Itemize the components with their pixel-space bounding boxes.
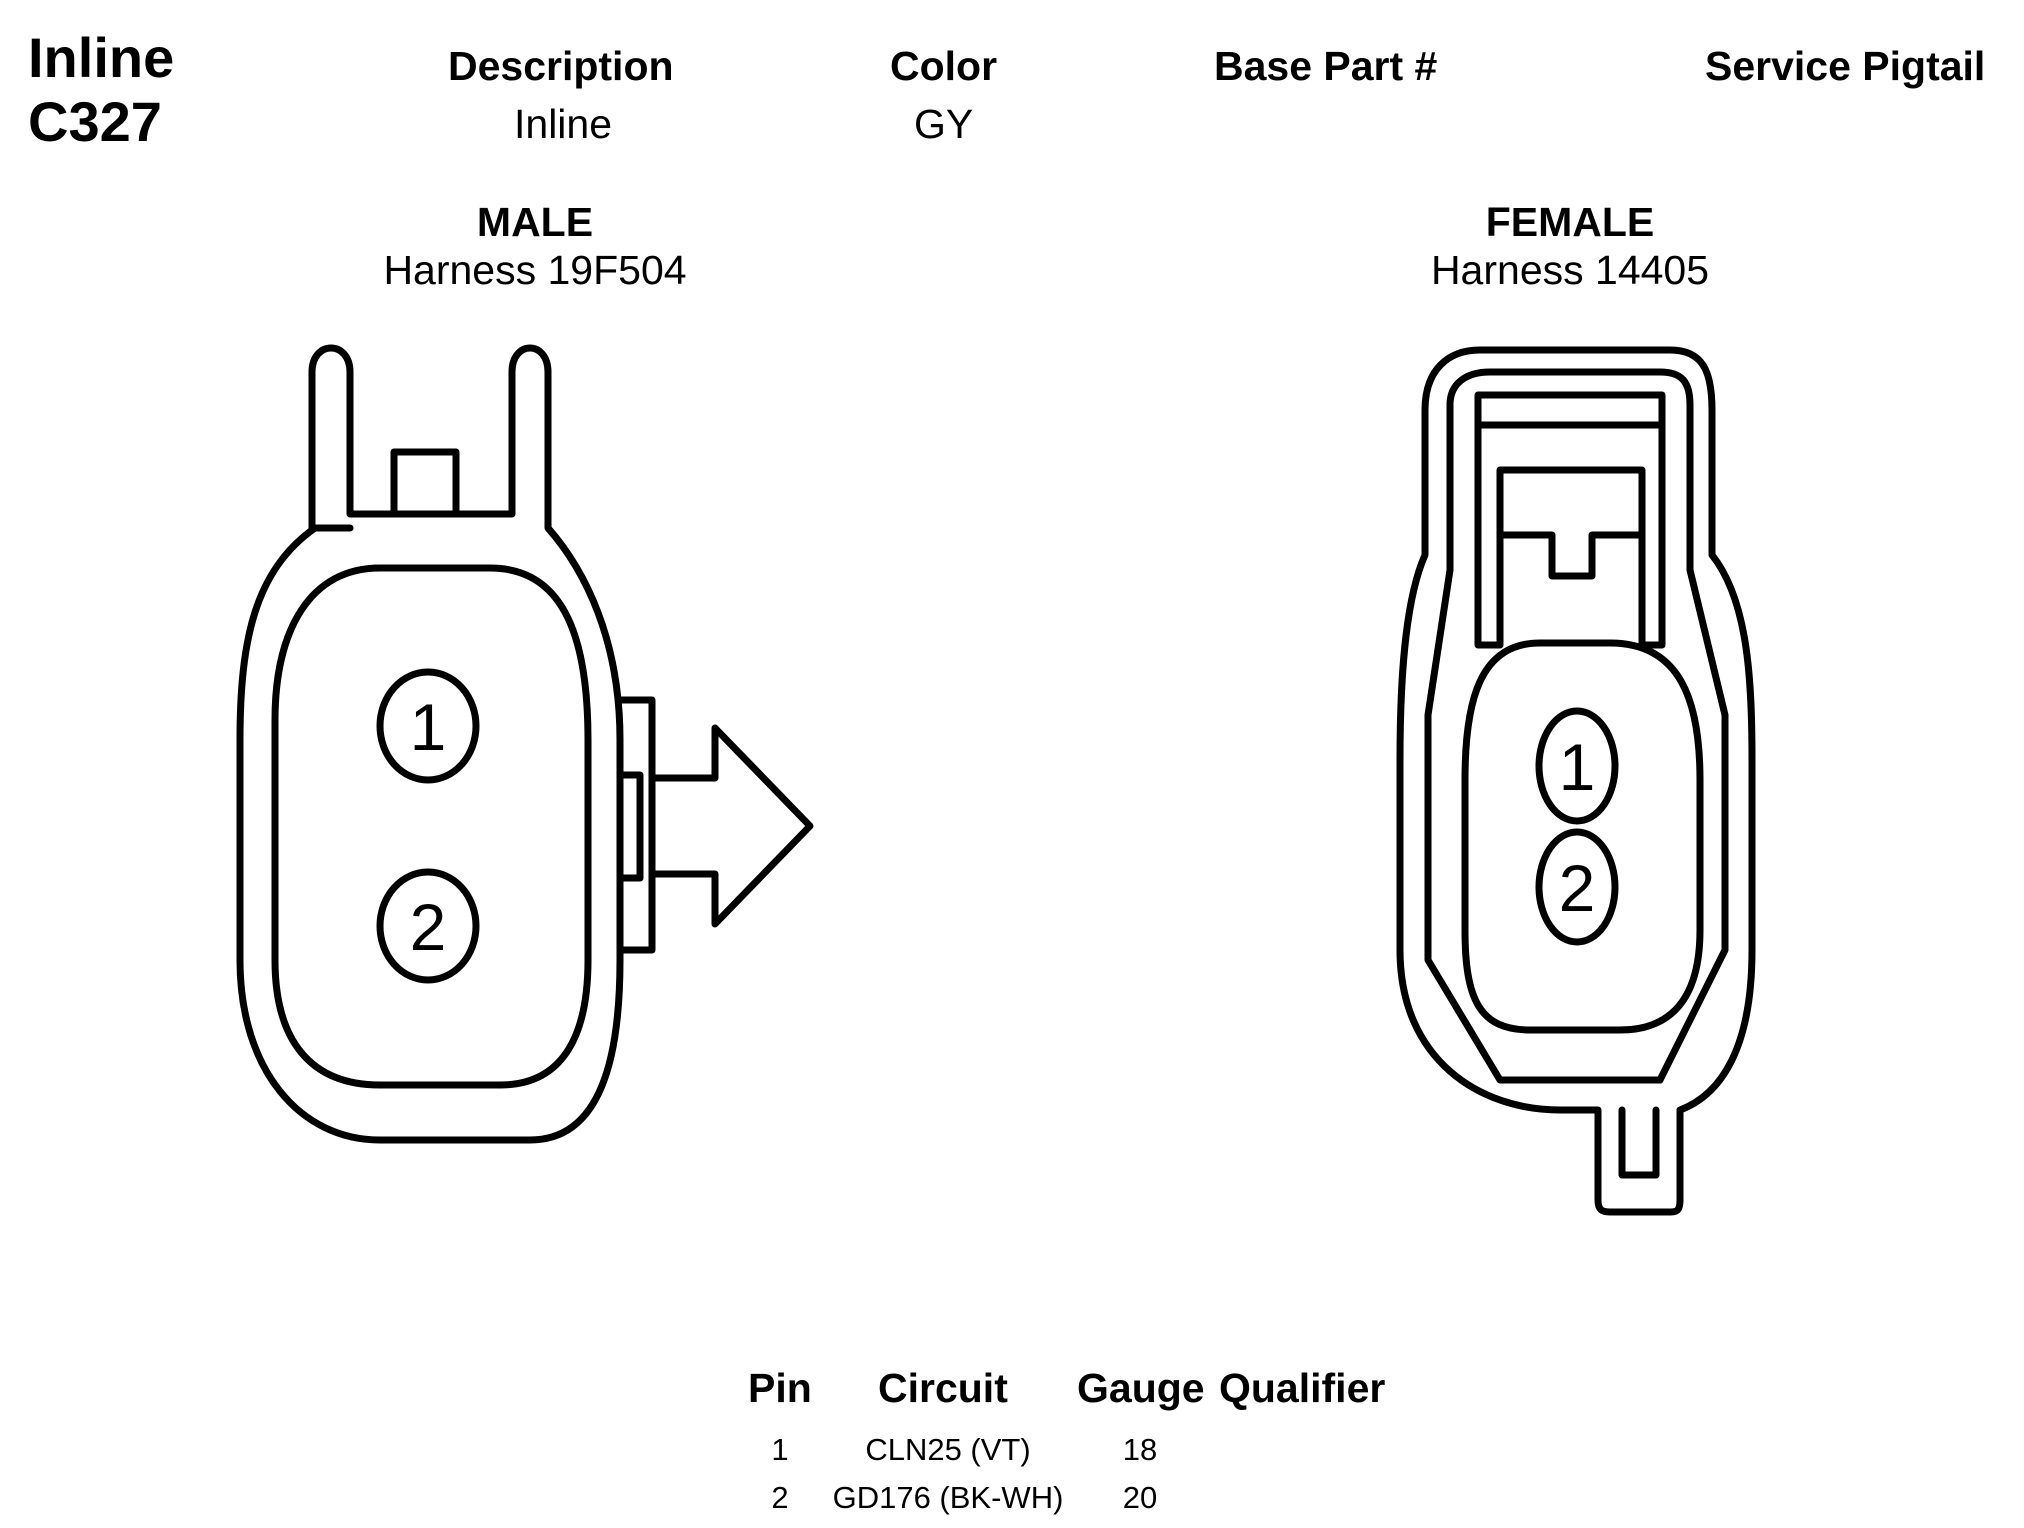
male-pin-2-circle bbox=[376, 868, 480, 984]
qualifier-column-header: Qualifier bbox=[1219, 1365, 1386, 1411]
male-side-tab bbox=[616, 696, 656, 954]
description-value: Inline bbox=[514, 101, 613, 147]
female-pin-2-circle bbox=[1535, 828, 1619, 946]
female-pin-2-label: 2 bbox=[1559, 851, 1596, 925]
male-outer-body bbox=[236, 344, 624, 1144]
row-pin: 1 bbox=[771, 1432, 789, 1467]
row-circuit: GD176 (BK-WH) bbox=[832, 1480, 1064, 1515]
male-pin-1-label: 1 bbox=[410, 690, 447, 764]
female-shroud bbox=[1424, 368, 1729, 1084]
row-gauge: 20 bbox=[1122, 1480, 1158, 1515]
circuit-column-header: Circuit bbox=[878, 1365, 1008, 1411]
female-inner-body bbox=[1461, 639, 1704, 1034]
color-value: GY bbox=[914, 101, 974, 147]
row-pin: 2 bbox=[771, 1480, 789, 1515]
male-title: MALE bbox=[476, 199, 594, 245]
male-pin-2-label: 2 bbox=[410, 890, 447, 964]
pin-column-header: Pin bbox=[748, 1365, 812, 1411]
female-latch-notch bbox=[1496, 531, 1646, 580]
description-header: Description bbox=[448, 43, 674, 89]
connector-id-label: C327 bbox=[28, 90, 162, 153]
male-inner-body bbox=[271, 564, 592, 1089]
female-title: FEMALE bbox=[1485, 199, 1655, 245]
service-pigtail-header: Service Pigtail bbox=[1705, 43, 1986, 89]
connector-type-label: Inline bbox=[28, 26, 175, 89]
female-connector: 1 2 bbox=[1396, 346, 1756, 1216]
male-pin-1-circle bbox=[376, 668, 480, 784]
male-connector: 1 2 bbox=[236, 344, 814, 1144]
male-side-tab-inner bbox=[616, 771, 644, 882]
male-latch bbox=[390, 448, 460, 518]
female-latch bbox=[1474, 421, 1666, 649]
male-orientation-arrow bbox=[648, 724, 814, 928]
row-gauge: 18 bbox=[1122, 1432, 1158, 1467]
female-harness: Harness 14405 bbox=[1430, 247, 1710, 293]
gauge-column-header: Gauge bbox=[1077, 1365, 1205, 1411]
female-pin-1-circle bbox=[1535, 707, 1619, 825]
female-pigtail-tab bbox=[1618, 1106, 1660, 1179]
female-outer-body bbox=[1396, 346, 1756, 1216]
female-pin-1-label: 1 bbox=[1559, 730, 1596, 804]
female-top-bar bbox=[1474, 391, 1666, 429]
base-part-header: Base Part # bbox=[1214, 43, 1438, 89]
male-harness: Harness 19F504 bbox=[383, 247, 687, 293]
row-circuit: CLN25 (VT) bbox=[865, 1432, 1031, 1467]
color-header: Color bbox=[890, 43, 998, 89]
